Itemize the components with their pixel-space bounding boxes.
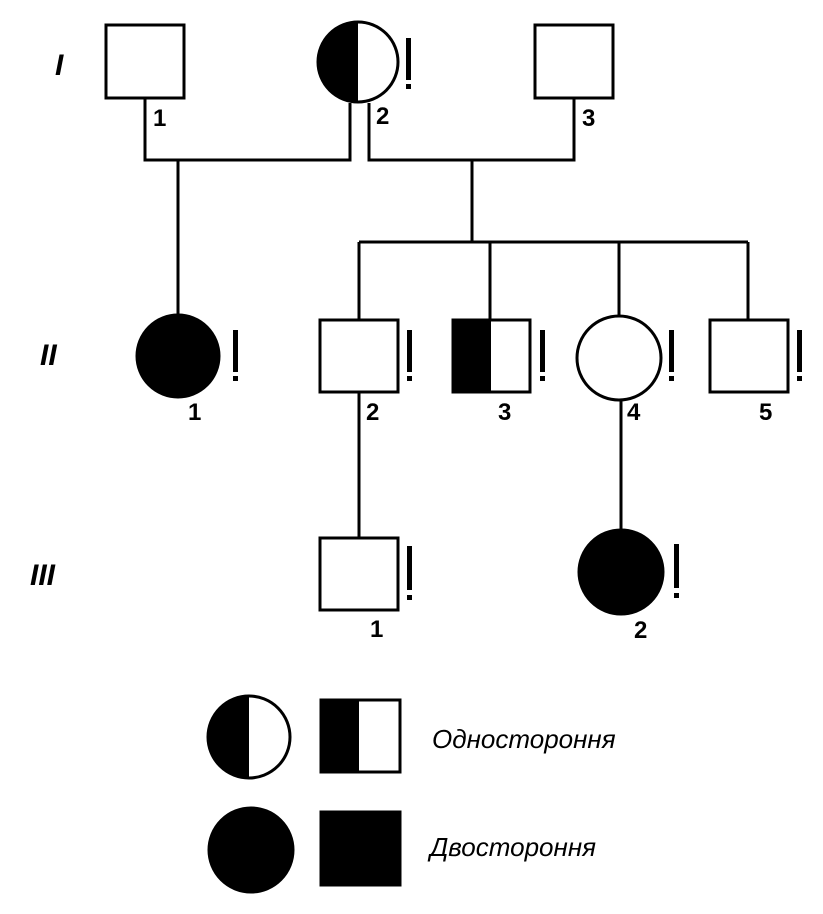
- individual-iii1-number: 1: [370, 616, 383, 643]
- individual-ii3-number: 3: [498, 399, 511, 426]
- exclamation-mark-ii1: [233, 330, 238, 381]
- individual-ii2-number: 2: [366, 399, 379, 426]
- individual-ii1-female-circle-bilateral: [135, 313, 221, 399]
- individual-ii5-male-square: [708, 318, 790, 394]
- legend-bilateral-female-symbol: [207, 806, 295, 894]
- exclamation-mark-i2: [406, 38, 411, 89]
- legend-unilateral-male-symbol: [319, 698, 402, 774]
- legend-unilateral-label: Одностороння: [432, 724, 616, 754]
- individual-i1-number: 1: [153, 105, 166, 132]
- individual-ii4-female-circle: [575, 314, 663, 402]
- exclamation-mark-ii4: [669, 330, 674, 381]
- marriage-line-i2-i3: [367, 98, 576, 162]
- individual-i3-number: 3: [582, 105, 595, 132]
- generation-label-iii: III: [30, 559, 56, 592]
- exclamation-mark-ii3: [540, 330, 545, 381]
- individual-ii3-male-square-unilateral: [451, 318, 532, 394]
- individual-iii2-female-circle-bilateral: [577, 528, 665, 616]
- legend-bilateral-label: Двостороння: [427, 832, 596, 862]
- individual-iii1-male-square: [318, 536, 400, 612]
- individual-i2-number: 2: [376, 103, 389, 130]
- generation-label-ii: II: [40, 339, 57, 372]
- legend: Одностороння Двостороння: [206, 694, 616, 894]
- individual-i1-male-square: [104, 23, 186, 100]
- individual-iii2-number: 2: [634, 617, 647, 644]
- generation-label-i: I: [55, 49, 64, 82]
- individual-ii1-number: 1: [188, 399, 201, 426]
- individual-ii5-number: 5: [759, 399, 772, 426]
- legend-unilateral-female-symbol: [206, 694, 292, 780]
- marriage-line-i1-i2: [143, 98, 352, 162]
- relationship-lines: [143, 98, 750, 538]
- legend-bilateral-male-symbol: [319, 810, 402, 887]
- individual-i3-male-square: [533, 23, 615, 100]
- exclamation-mark-ii2: [407, 330, 412, 381]
- individual-ii2-male-square: [318, 318, 400, 394]
- individual-i2-female-circle-unilateral: [316, 20, 400, 104]
- exclamation-mark-iii2: [674, 544, 679, 598]
- exclamation-mark-ii5: [797, 330, 802, 381]
- individual-ii4-number: 4: [627, 399, 641, 426]
- exclamation-mark-iii1: [407, 546, 412, 600]
